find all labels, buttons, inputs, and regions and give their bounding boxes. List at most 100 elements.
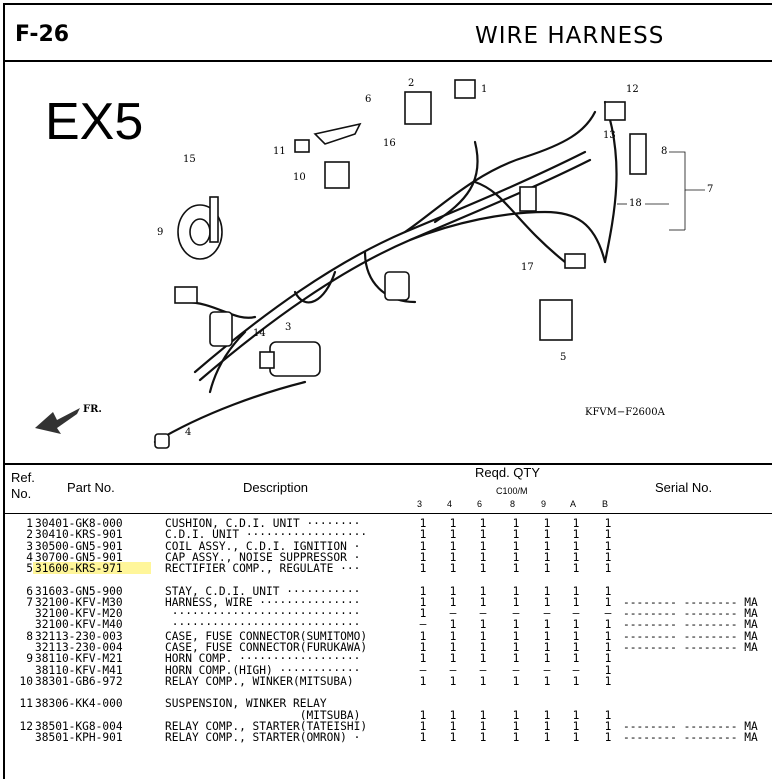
qty-cell: 1 [449,562,457,576]
qty-cell: 1 [604,719,612,733]
qty-cell: 1 [449,517,457,530]
header-ref: Ref. [11,470,35,485]
qty-cell: – [572,663,580,677]
qty-cell: 1 [449,708,457,722]
qty-cell: 1 [543,618,551,632]
qty-cell: 1 [479,629,487,643]
qty-cell: 1 [512,517,520,530]
qty-cell: 1 [479,539,487,553]
part-number: 38501-KPH-901 [35,731,123,745]
qty-cell: 1 [419,641,427,654]
part-number: 38501-KG8-004 [35,719,123,733]
qty-cell: 1 [604,652,612,666]
serial-number: -------- -------- MA [623,629,758,643]
qty-cell: 1 [449,528,457,542]
part-description: ···························· [165,618,361,632]
qty-cell: – [512,607,520,621]
callout-11: 11 [273,146,286,157]
figure-title: WIRE HARNESS [475,23,665,49]
part-description: CAP ASSY., NOISE SUPPRESSOR · [165,550,361,564]
part-number: 32100-KFV-M20 [35,607,123,621]
callout-9: 9 [157,227,164,238]
header-c100m: C100/M [496,486,528,496]
qty-cell: 1 [604,528,612,542]
qty-cell: 1 [572,539,580,553]
qty-cell: 1 [479,731,487,745]
part-number: 38306-KK4-000 [35,697,123,711]
qty-cell: 1 [572,584,580,598]
header-part-no: Part No. [67,480,115,495]
ref-number: 7 [26,595,33,609]
ref-number: 2 [26,528,33,542]
qty-cell: 1 [572,719,580,733]
part-number: 32113-230-004 [35,641,123,654]
callout-13: 13 [603,130,616,141]
qty-cell: 1 [449,618,457,632]
qty-cell: 1 [449,595,457,609]
part-number: 30401-GK8-000 [35,517,123,530]
ref-number: 9 [26,652,33,666]
part-number: 38110-KFV-M41 [35,663,123,677]
qty-cell: 1 [604,562,612,576]
qty-cell: 1 [479,584,487,598]
part-description: RECTIFIER COMP., REGULATE ··· [165,562,361,576]
qty-cell: 1 [512,731,520,745]
qty-cell: 1 [479,562,487,576]
qty-cell: 1 [572,550,580,564]
qty-cell: 1 [543,731,551,745]
header-qty-col: A [570,499,577,509]
qty-cell: 1 [449,584,457,598]
qty-cell: 1 [572,517,580,530]
qty-cell: 1 [479,674,487,688]
callout-8: 8 [661,146,668,157]
qty-cell: 1 [479,595,487,609]
qty-cell: – [572,607,580,621]
header-qty-col: 3 [417,499,423,509]
qty-cell: 1 [512,719,520,733]
header-reqd-qty: Reqd. QTY [475,465,541,480]
qty-cell: 1 [604,629,612,643]
header-qty-col: 6 [477,499,483,509]
qty-cell: 1 [449,731,457,745]
qty-cell: 1 [419,550,427,564]
qty-cell: 1 [512,539,520,553]
qty-cell: 1 [449,550,457,564]
qty-cell: 1 [419,607,427,621]
ref-number: 8 [26,629,33,643]
serial-number: -------- -------- MA [623,607,758,621]
qty-cell: 1 [419,719,427,733]
qty-cell: 1 [604,539,612,553]
qty-cell: 1 [604,641,612,654]
serial-number: -------- -------- MA [623,731,758,745]
qty-cell: – [604,607,612,621]
qty-cell: 1 [572,595,580,609]
part-number: 32113-230-003 [35,629,123,643]
qty-cell: 1 [604,517,612,530]
ref-number: 12 [19,719,33,733]
callout-12: 12 [626,84,639,95]
qty-cell: 1 [543,674,551,688]
part-description: SUSPENSION, WINKER RELAY [165,697,327,711]
qty-cell: 1 [479,528,487,542]
qty-cell: 1 [419,708,427,722]
qty-cell: 1 [543,708,551,722]
ref-number: 6 [26,584,33,598]
qty-cell: 1 [543,517,551,530]
qty-cell: 1 [543,562,551,576]
qty-cell: 1 [419,652,427,666]
figure-header: F-26 WIRE HARNESS [5,5,772,62]
ref-number: 4 [26,550,33,564]
serial-number: -------- -------- MA [623,641,758,654]
qty-cell: 1 [572,731,580,745]
qty-cell: 1 [449,652,457,666]
qty-cell: 1 [604,663,612,677]
qty-cell: 1 [479,708,487,722]
